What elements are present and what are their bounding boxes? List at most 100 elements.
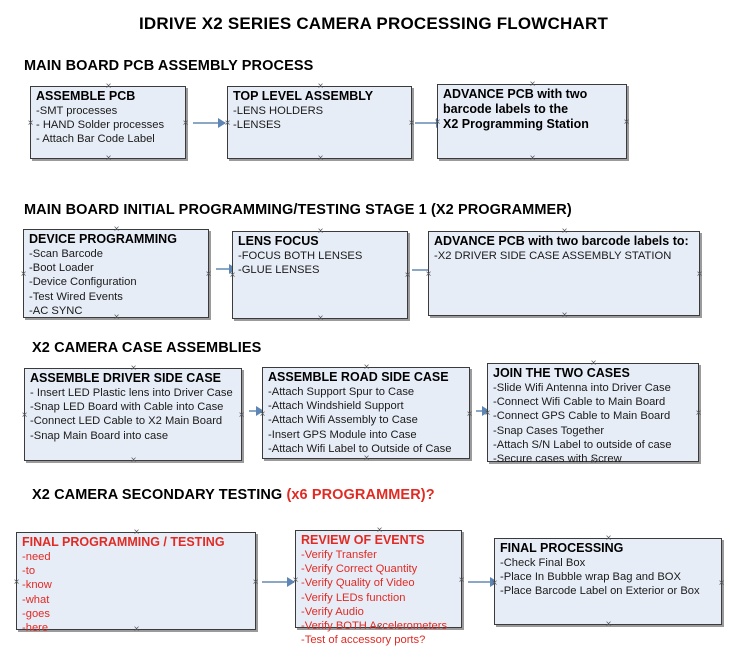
box-line: -AC SYNC xyxy=(29,304,83,317)
process-box-advance-pcb-programming-station[interactable]: ADVANCE PCB with two barcode labels to t… xyxy=(437,84,627,159)
box-header: ADVANCE PCB with two barcode labels to: xyxy=(434,234,689,248)
box-line: -Connect LED Cable to X2 Main Board xyxy=(30,415,223,428)
box-line: -Slide Wifi Antenna into Driver Case xyxy=(493,382,671,394)
box-line: barcode labels to the xyxy=(443,102,569,116)
process-box-review-of-events[interactable]: REVIEW OF EVENTS -Verify Transfer -Verif… xyxy=(295,530,462,646)
connection-handle-right[interactable] xyxy=(457,576,466,585)
connection-handle-bottom[interactable] xyxy=(316,314,325,323)
box-line: -know xyxy=(22,579,52,592)
section-heading-1-text: MAIN BOARD PCB ASSEMBLY PROCESS xyxy=(24,58,314,74)
connection-handle-left[interactable] xyxy=(26,119,35,128)
section-heading-3: X2 CAMERA CASE ASSEMBLIES xyxy=(32,340,261,356)
box-line: -Verify LEDs function xyxy=(301,591,406,604)
connection-handle-bottom[interactable] xyxy=(104,154,113,163)
page-title: IDRIVE X2 SERIES CAMERA PROCESSING FLOWC… xyxy=(138,14,609,33)
connection-handle-right[interactable] xyxy=(403,271,412,280)
box-line: -LENSES xyxy=(233,119,281,132)
box-line: -Insert GPS Module into Case xyxy=(268,428,417,441)
box-line: -LENS HOLDERS xyxy=(233,105,324,117)
box-header: JOIN THE TWO CASES xyxy=(493,366,630,380)
box-line: -Attach Wifi Label to Outside of Case xyxy=(268,442,452,455)
connection-handle-bottom[interactable] xyxy=(560,311,569,320)
connector-arrow xyxy=(476,406,490,416)
box-line: -what xyxy=(22,593,50,606)
box-line: -Attach Windshield Support xyxy=(268,400,404,413)
box-header: ASSEMBLE PCB xyxy=(36,89,136,103)
box-line: - HAND Solder processes xyxy=(36,119,165,132)
connector-arrow xyxy=(249,406,264,416)
box-line: -Boot Loader xyxy=(29,262,94,275)
box-line: -Attach Wifi Assembly to Case xyxy=(268,414,418,427)
box-line: -Attach S/N Label to outside of case xyxy=(493,438,672,451)
connection-handle-right[interactable] xyxy=(694,409,703,418)
section-heading-4-text: X2 CAMERA SECONDARY TESTING xyxy=(32,487,287,503)
process-box-device-programming[interactable]: DEVICE PROGRAMMING -Scan Barcode -Boot L… xyxy=(23,229,209,318)
box-line: -Place Barcode Label on Exterior or Box xyxy=(500,585,700,598)
box-line: -Device Configuration xyxy=(29,276,137,289)
section-heading-4-suffix: (x6 PROGRAMMER)? xyxy=(286,487,435,503)
section-heading-4: X2 CAMERA SECONDARY TESTING (x6 PROGRAMM… xyxy=(32,487,435,503)
connection-handle-right[interactable] xyxy=(204,270,213,279)
box-line: -SMT processes xyxy=(36,105,118,117)
box-header: ADVANCE PCB with two xyxy=(443,87,588,101)
box-header: FINAL PROGRAMMING / TESTING xyxy=(22,535,225,549)
process-box-join-the-two-cases[interactable]: JOIN THE TWO CASES -Slide Wifi Antenna i… xyxy=(487,363,699,465)
box-header: FINAL PROCESSING xyxy=(500,541,624,555)
connector-arrow xyxy=(468,577,498,587)
connection-handle-right[interactable] xyxy=(622,118,631,127)
box-line: -Verify Quality of Video xyxy=(301,577,415,590)
box-line: -Secure cases with Screw xyxy=(493,453,622,466)
connection-handle-bottom[interactable] xyxy=(604,620,613,629)
box-line: -Test Wired Events xyxy=(29,290,123,303)
process-box-lens-focus[interactable]: LENS FOCUS -FOCUS BOTH LENSES -GLUE LENS… xyxy=(232,231,408,319)
box-line: -Verify BOTH Accelerometers xyxy=(301,620,448,633)
section-heading-3-text: X2 CAMERA CASE ASSEMBLIES xyxy=(32,340,262,356)
box-line: -Scan Barcode xyxy=(29,248,104,260)
box-line: -here xyxy=(22,622,49,635)
connection-handle-left[interactable] xyxy=(19,270,28,279)
box-line: - Attach Bar Code Label xyxy=(36,133,155,146)
box-header: REVIEW OF EVENTS xyxy=(301,533,425,547)
section-heading-2-text: MAIN BOARD INITIAL PROGRAMMING/TESTING S… xyxy=(24,202,572,218)
process-box-assemble-driver-side-case[interactable]: ASSEMBLE DRIVER SIDE CASE - Insert LED P… xyxy=(24,368,242,461)
box-line: -Verify Audio xyxy=(301,605,364,618)
connection-handle-right[interactable] xyxy=(251,578,260,587)
box-line: -Snap LED Board with Cable into Case xyxy=(30,401,224,414)
box-header: ASSEMBLE ROAD SIDE CASE xyxy=(268,370,449,384)
connection-handle-left[interactable] xyxy=(20,411,29,420)
section-heading-2: MAIN BOARD INITIAL PROGRAMMING/TESTING S… xyxy=(24,202,572,218)
process-box-final-processing[interactable]: FINAL PROCESSING -Check Final Box -Place… xyxy=(494,538,722,625)
connection-handle-right[interactable] xyxy=(181,119,190,128)
process-box-final-programming-testing[interactable]: FINAL PROGRAMMING / TESTING -need -to -k… xyxy=(16,532,256,634)
process-box-assemble-road-side-case[interactable]: ASSEMBLE ROAD SIDE CASE -Attach Support … xyxy=(262,367,470,459)
connection-handle-right[interactable] xyxy=(465,410,474,419)
box-header: LENS FOCUS xyxy=(238,234,319,248)
box-line: -to xyxy=(22,565,36,578)
box-header: DEVICE PROGRAMMING xyxy=(29,232,177,246)
box-line: -Snap Cases Together xyxy=(493,424,605,437)
box-header: TOP LEVEL ASSEMBLY xyxy=(233,89,374,103)
connector-arrow xyxy=(193,118,226,128)
section-heading-1: MAIN BOARD PCB ASSEMBLY PROCESS xyxy=(24,58,313,74)
box-line: -FOCUS BOTH LENSES xyxy=(238,250,363,262)
box-line: -GLUE LENSES xyxy=(238,264,320,277)
box-line: -Place In Bubble wrap Bag and BOX xyxy=(500,571,681,584)
process-box-top-level-assembly[interactable]: TOP LEVEL ASSEMBLY -LENS HOLDERS -LENSES xyxy=(227,86,412,159)
connection-handle-right[interactable] xyxy=(695,270,704,279)
box-line: -Snap Main Board into case xyxy=(30,429,169,442)
connection-handle-right[interactable] xyxy=(237,411,246,420)
connection-handle-right[interactable] xyxy=(717,579,726,588)
box-line: -Verify Correct Quantity xyxy=(301,563,418,576)
connection-handle-bottom[interactable] xyxy=(316,154,325,163)
box-line: -Attach Support Spur to Case xyxy=(268,386,415,398)
process-box-assemble-pcb[interactable]: ASSEMBLE PCB -SMT processes - HAND Solde… xyxy=(30,86,186,159)
process-box-advance-pcb-driver-side-case[interactable]: ADVANCE PCB with two barcode labels to: … xyxy=(428,231,700,316)
connection-handle-bottom[interactable] xyxy=(528,154,537,163)
connection-handle-bottom[interactable] xyxy=(129,456,138,465)
box-line: -Check Final Box xyxy=(500,557,586,569)
box-line: - Insert LED Plastic lens into Driver Ca… xyxy=(30,387,233,399)
connection-handle-left[interactable] xyxy=(424,270,433,279)
box-line: -Connect GPS Cable to Main Board xyxy=(493,410,671,423)
connection-handle-left[interactable] xyxy=(12,578,21,587)
